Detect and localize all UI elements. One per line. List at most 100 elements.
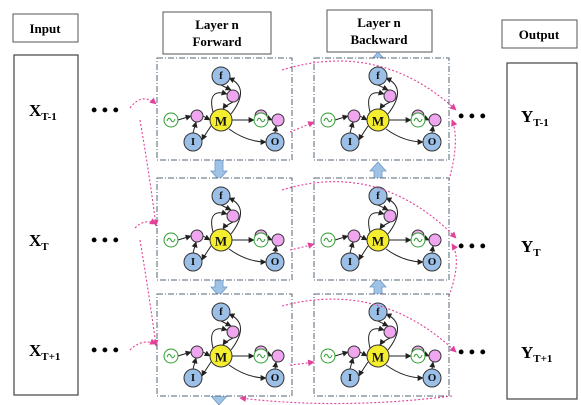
- connector: [379, 101, 391, 110]
- forget-gate-node: [211, 66, 231, 86]
- connector: [177, 234, 192, 241]
- output-label-0: YT-1: [521, 107, 549, 129]
- output-subscript: T+1: [533, 353, 552, 365]
- connector: [348, 357, 355, 370]
- input-gate-node: [183, 252, 203, 272]
- connector: [348, 121, 355, 134]
- activation-wave: [413, 237, 423, 243]
- connector: [228, 364, 267, 381]
- output-ellipsis-0: • • •: [458, 106, 486, 126]
- connector: [358, 245, 369, 261]
- forward-down-arrow-3: [210, 395, 228, 405]
- input-product-node: [190, 229, 204, 243]
- input-ellipsis-2: • • •: [91, 340, 119, 360]
- output-column: [506, 62, 578, 400]
- backward-header-line-2: Backward: [350, 32, 408, 47]
- input-gate-label: I: [348, 372, 352, 384]
- input-gate-label: I: [191, 136, 195, 148]
- output-label-1: YT: [521, 237, 541, 259]
- connector: [228, 313, 241, 351]
- connector: [201, 361, 212, 377]
- input-gate-label: I: [191, 372, 195, 384]
- memory-cell-label: M: [372, 114, 384, 129]
- forget-gate-node: [211, 302, 231, 322]
- connector: [359, 350, 368, 357]
- forget-gate-label: f: [219, 190, 223, 202]
- input-to-forward-1: [129, 97, 157, 109]
- memory-cell-node: [209, 344, 233, 368]
- output-gate-node: [422, 252, 442, 272]
- cell-output-node: [428, 113, 442, 127]
- forward-to-output-3: [281, 298, 457, 353]
- forget-gate-label: f: [376, 190, 380, 202]
- connector: [191, 241, 198, 254]
- input-gate-node: [340, 252, 360, 272]
- activation-wave: [256, 353, 266, 359]
- connector: [220, 84, 232, 91]
- input-label-2: XT+1: [29, 341, 60, 363]
- connector: [228, 248, 267, 265]
- output-subscript: T: [533, 247, 541, 259]
- output-gate-label: O: [428, 256, 437, 268]
- connector: [222, 221, 234, 230]
- memory-cell-label: M: [215, 114, 227, 129]
- input-gate-node: [183, 368, 203, 388]
- forward-header-box: [162, 11, 272, 55]
- output-gate-node: [265, 368, 285, 388]
- input-product-node: [347, 229, 361, 243]
- connector: [377, 84, 389, 91]
- input-product-node: [347, 345, 361, 359]
- connector: [202, 234, 211, 241]
- input-subscript: T: [41, 241, 49, 253]
- forward-to-output-2: [281, 181, 457, 239]
- forward-header-line-2: Forward: [192, 34, 242, 49]
- input-subscript: T+1: [41, 351, 60, 363]
- connector: [334, 114, 349, 121]
- output-subscript: T-1: [533, 117, 549, 129]
- forward-recurrent-2: [139, 239, 159, 347]
- output-gate-label: O: [428, 372, 437, 384]
- connector: [348, 241, 355, 254]
- output-label-2: YT+1: [521, 343, 552, 365]
- output-symbol: Y: [521, 343, 533, 362]
- cell-output-node: [428, 233, 442, 247]
- cell-output-node: [428, 349, 442, 363]
- recurrent-connections: [129, 60, 458, 405]
- output-gate-node: [265, 132, 285, 152]
- connector: [429, 361, 436, 370]
- forget-gate-label: f: [219, 306, 223, 318]
- backward-recurrent-2: [448, 243, 458, 297]
- input-to-forward-2: [134, 218, 157, 229]
- connector: [220, 204, 232, 211]
- connector: [377, 204, 389, 211]
- connector: [211, 325, 228, 349]
- output-symbol: Y: [521, 107, 533, 126]
- activation-wave: [256, 237, 266, 243]
- input-symbol: X: [29, 101, 42, 120]
- activation-wave: [166, 237, 176, 243]
- connector: [228, 197, 241, 235]
- input-product-node: [347, 109, 361, 123]
- activation-wave: [323, 117, 333, 123]
- forget-product-node: [226, 89, 240, 103]
- connector: [385, 313, 398, 351]
- connector: [358, 361, 369, 377]
- input-to-forward-3: [129, 338, 157, 351]
- output-ellipsis-2: • • •: [458, 342, 486, 362]
- connector: [379, 337, 391, 346]
- output-ellipsis-1: • • •: [458, 236, 486, 256]
- input-gate-label: I: [348, 256, 352, 268]
- connector: [201, 245, 212, 261]
- connector: [228, 77, 241, 115]
- connector: [272, 245, 279, 254]
- connector: [202, 114, 211, 121]
- input-ellipsis-0: • • •: [91, 100, 119, 120]
- activation-wave: [413, 353, 423, 359]
- connector: [385, 77, 398, 115]
